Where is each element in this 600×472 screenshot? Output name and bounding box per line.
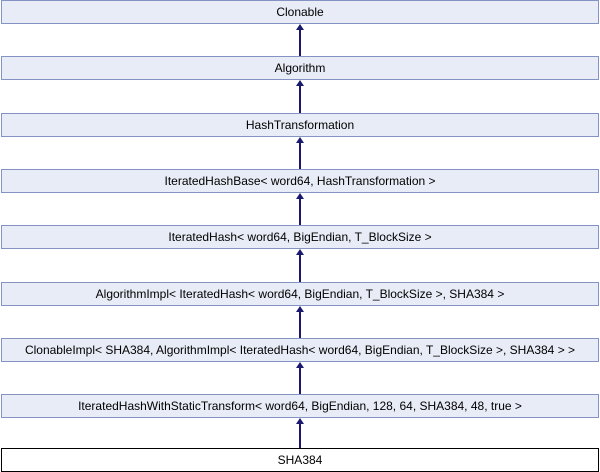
inheritance-arrow [296, 137, 304, 169]
class-node-algorithmimpl[interactable]: AlgorithmImpl< IteratedHash< word64, Big… [1, 282, 599, 306]
arrow-stem [299, 86, 301, 113]
inheritance-arrow [296, 249, 304, 282]
class-node-clonable[interactable]: Clonable [1, 0, 599, 24]
class-node-iteratedhashbase[interactable]: IteratedHashBase< word64, HashTransforma… [1, 169, 599, 193]
arrowhead-up-icon [296, 24, 304, 30]
inheritance-arrow [296, 193, 304, 225]
arrow-stem [299, 255, 301, 282]
arrow-stem [299, 199, 301, 225]
arrowhead-up-icon [296, 193, 304, 199]
class-node-iteratedhash[interactable]: IteratedHash< word64, BigEndian, T_Block… [1, 225, 599, 249]
arrow-stem [299, 368, 301, 394]
arrow-stem [299, 143, 301, 169]
class-node-iteratedhashwithstatictransform[interactable]: IteratedHashWithStaticTransform< word64,… [1, 394, 599, 418]
inheritance-arrow [296, 362, 304, 394]
inheritance-arrow [296, 306, 304, 338]
inheritance-arrow [296, 24, 304, 56]
arrowhead-up-icon [296, 306, 304, 312]
class-node-algorithm[interactable]: Algorithm [1, 56, 599, 80]
arrowhead-up-icon [296, 249, 304, 255]
inheritance-arrow [296, 80, 304, 113]
arrow-stem [299, 30, 301, 56]
class-node-hashtransformation[interactable]: HashTransformation [1, 113, 599, 137]
arrowhead-up-icon [296, 80, 304, 86]
arrowhead-up-icon [296, 137, 304, 143]
class-node-sha384: SHA384 [1, 448, 599, 472]
arrow-stem [299, 312, 301, 338]
arrowhead-up-icon [296, 362, 304, 368]
class-node-clonableimpl[interactable]: ClonableImpl< SHA384, AlgorithmImpl< Ite… [1, 338, 599, 362]
arrow-stem [299, 424, 301, 448]
arrowhead-up-icon [296, 418, 304, 424]
inheritance-arrow [296, 418, 304, 448]
